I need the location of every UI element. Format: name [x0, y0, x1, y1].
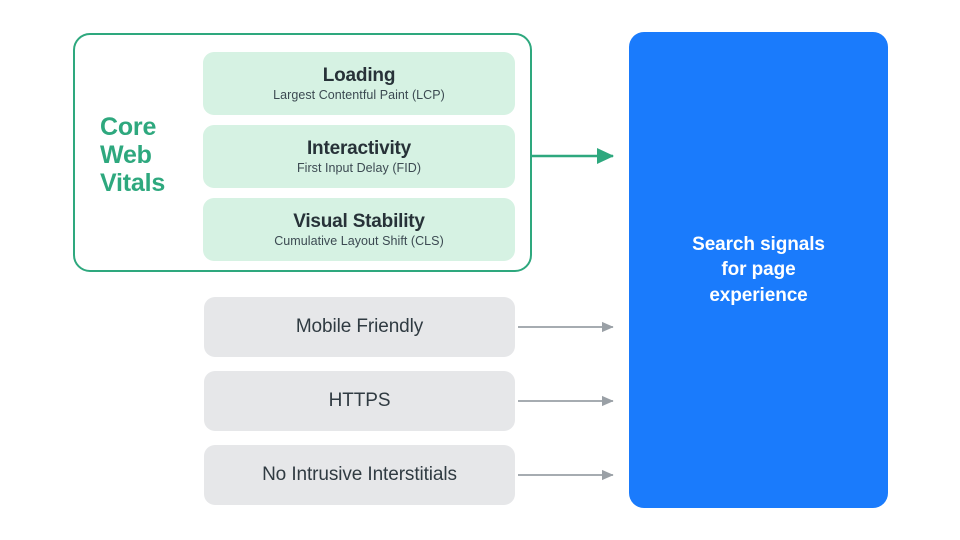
core-web-vitals-label-line-1: Core — [100, 113, 157, 141]
signal-card-https: HTTPS — [204, 371, 515, 431]
metric-card-visual-stability: Visual Stability Cumulative Layout Shift… — [203, 198, 515, 261]
signal-label: HTTPS — [328, 390, 391, 411]
metric-title: Interactivity — [306, 137, 412, 159]
metric-subtitle: Largest Contentful Paint (LCP) — [273, 87, 445, 102]
signal-label: Mobile Friendly — [295, 316, 424, 337]
core-web-vitals-label-line-2: Web — [100, 141, 152, 169]
signal-card-no-intrusive-interstitials: No Intrusive Interstitials — [204, 445, 515, 505]
metric-card-interactivity: Interactivity First Input Delay (FID) — [203, 125, 515, 188]
core-web-vitals-group — [73, 33, 532, 272]
metric-title: Loading — [322, 64, 396, 86]
core-web-vitals-label-line-3: Vitals — [100, 169, 166, 197]
signal-card-mobile-friendly: Mobile Friendly — [204, 297, 515, 357]
signal-label: No Intrusive Interstitials — [262, 464, 457, 485]
search-signals-panel: Search signals for page experience — [629, 32, 888, 508]
core-web-vitals-group-label: Core Web Vitals — [100, 113, 195, 197]
search-signals-panel-label: Search signals for page experience — [692, 234, 825, 306]
metric-subtitle: First Input Delay (FID) — [296, 160, 422, 175]
metric-subtitle: Cumulative Layout Shift (CLS) — [274, 233, 444, 248]
metric-card-loading: Loading Largest Contentful Paint (LCP) — [203, 52, 515, 115]
metric-title: Visual Stability — [293, 210, 425, 232]
